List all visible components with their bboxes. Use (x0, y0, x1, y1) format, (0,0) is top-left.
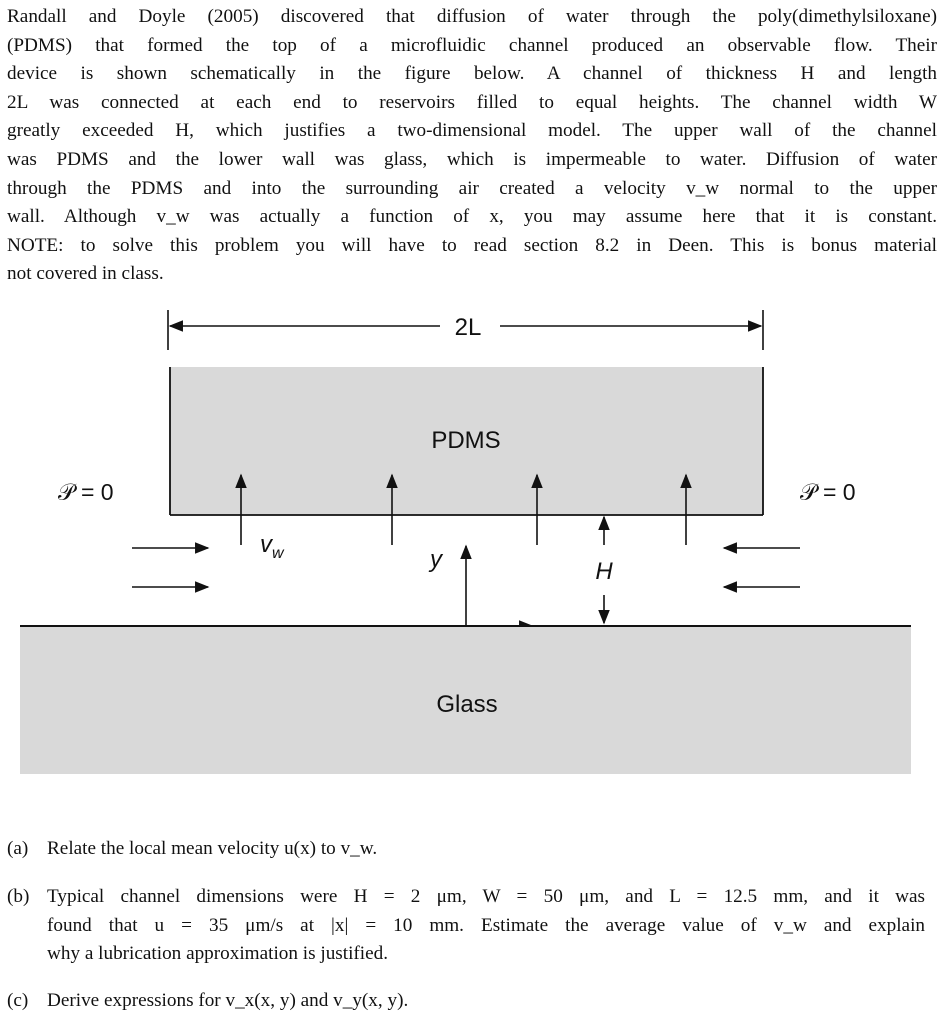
intro-line: wall. Although v_w was actually a functi… (7, 206, 937, 228)
intro-line: Randall and Doyle (2005) discovered that… (7, 6, 937, 27)
vw-label: vw (260, 531, 285, 562)
question-b-line: Typical channel dimensions were H = 2 μm… (47, 886, 925, 907)
coordinate-axes (460, 544, 534, 632)
intro-line: (PDMS) that formed the top of a microflu… (7, 34, 937, 56)
question-b-label: (b) (7, 886, 30, 907)
glass-label: Glass (436, 691, 497, 718)
intro-line: not covered in class. (7, 263, 164, 285)
question-a-text: Relate the local mean velocity u(x) to v… (47, 838, 378, 859)
question-c: (c) Derive expressions for v_x(x, y) and … (7, 987, 937, 1016)
intro-line: 2L was connected at each end to reservoi… (7, 91, 937, 113)
intro-paragraph: Randall and Doyle (2005) discovered that… (7, 3, 937, 289)
wall-velocity-arrows (235, 473, 692, 545)
intro-line: through the PDMS and into the surroundin… (7, 177, 937, 199)
intro-line: was PDMS and the lower wall was glass, w… (7, 148, 937, 170)
question-c-text: Derive expressions for v_x(x, y) and v_y… (47, 990, 409, 1011)
question-c-label: (c) (7, 990, 29, 1011)
pressure-right-label: 𝒫 = 0 (800, 479, 856, 505)
length-label: 2L (455, 314, 482, 341)
question-a-label: (a) (7, 838, 29, 859)
inflow-arrows (132, 542, 800, 593)
pdms-label: PDMS (431, 427, 500, 454)
pressure-left-label: 𝒫 = 0 (58, 479, 114, 505)
question-a: (a) Relate the local mean velocity u(x) t… (7, 835, 937, 864)
question-b: (b) Typical channel dimensions were H = 2… (7, 883, 937, 969)
glass-substrate: Glass (20, 625, 911, 774)
question-b-line: found that u = 35 μm/s at |x| = 10 mm. E… (47, 914, 925, 936)
intro-line: device is shown schematically in the fig… (7, 63, 937, 85)
y-axis-label: y (428, 546, 444, 573)
intro-line: NOTE: to solve this problem you will hav… (7, 234, 937, 256)
question-b-line: why a lubrication approximation is justi… (47, 943, 389, 965)
length-dimension: 2L (167, 310, 764, 350)
channel-schematic: 2L PDMS 𝒫 = 0 𝒫 = 0 vw y x H (20, 310, 911, 774)
intro-line: greatly exceeded H, which justifies a tw… (7, 120, 937, 142)
height-label: H (595, 558, 613, 585)
pdms-block: PDMS (169, 367, 764, 516)
